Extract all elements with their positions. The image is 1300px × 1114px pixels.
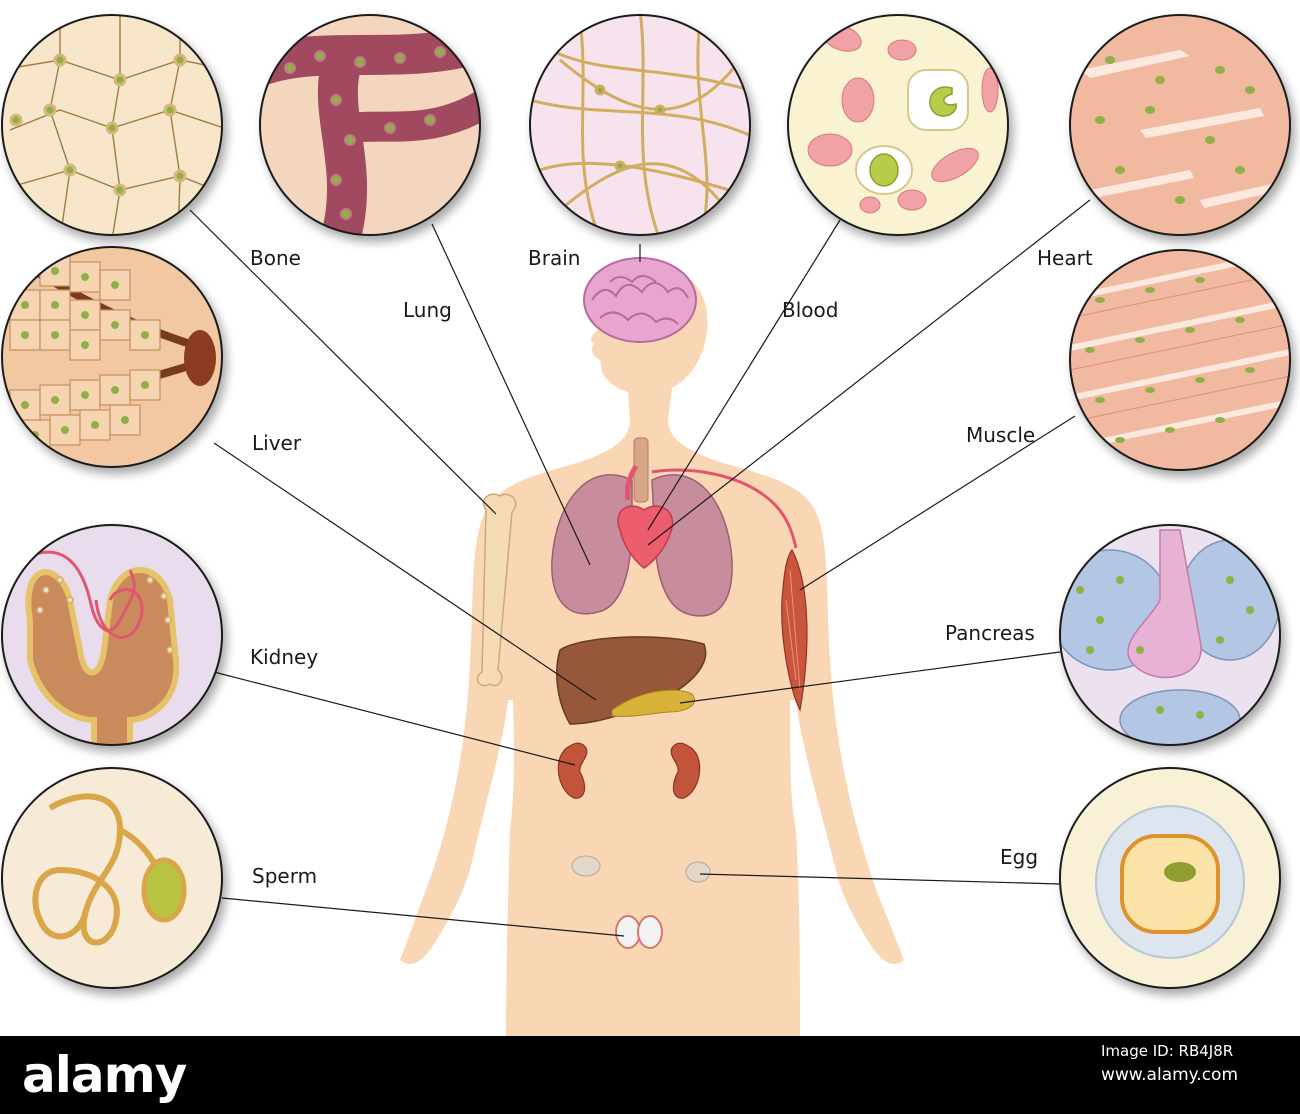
kidney-cell-circle	[1, 524, 223, 746]
lung-cell-circle	[259, 14, 481, 236]
brain-organ	[583, 244, 697, 343]
label-blood: Blood	[782, 298, 839, 322]
label-bone: Bone	[250, 246, 301, 270]
label-muscle: Muscle	[966, 423, 1036, 447]
pancreas-organ	[611, 689, 695, 717]
bone-organ	[476, 493, 517, 687]
image-id-text: Image ID: RB4J8R	[1101, 1042, 1234, 1060]
label-sperm: Sperm	[252, 864, 318, 888]
egg-cell-circle	[1059, 767, 1281, 989]
reproductive-organs	[571, 855, 711, 949]
lungs-organ	[551, 437, 733, 617]
site-url-text: www.alamy.com	[1101, 1065, 1239, 1085]
alamy-logo: alamy	[22, 1046, 187, 1104]
kidneys-organ	[557, 742, 701, 799]
heart-organ	[617, 464, 798, 569]
label-pancreas: Pancreas	[945, 621, 1035, 645]
label-brain: Brain	[528, 246, 581, 270]
sperm-cell-circle	[1, 767, 223, 989]
label-heart: Heart	[1037, 246, 1093, 270]
liver-cell-circle	[1, 246, 223, 468]
heart-cell-circle	[1069, 14, 1291, 236]
bone-cell-circle	[1, 14, 223, 236]
stock-footer-bar: alamy Image ID: RB4J8R www.alamy.com	[0, 1036, 1300, 1114]
label-kidney: Kidney	[250, 645, 319, 669]
diagram-canvas: Bone Lung Brain Blood Heart Liver Muscle…	[1, 14, 1291, 1036]
label-liver: Liver	[252, 431, 302, 455]
blood-cell-circle	[787, 14, 1009, 236]
leader-lines	[189, 199, 1091, 937]
brain-cell-circle	[529, 14, 751, 236]
label-egg: Egg	[1000, 845, 1039, 869]
label-lung: Lung	[403, 298, 452, 322]
human-cell-diagram	[1, 14, 1291, 1036]
pancreas-cell-circle	[1059, 524, 1281, 746]
muscle-cell-circle	[1069, 249, 1291, 471]
